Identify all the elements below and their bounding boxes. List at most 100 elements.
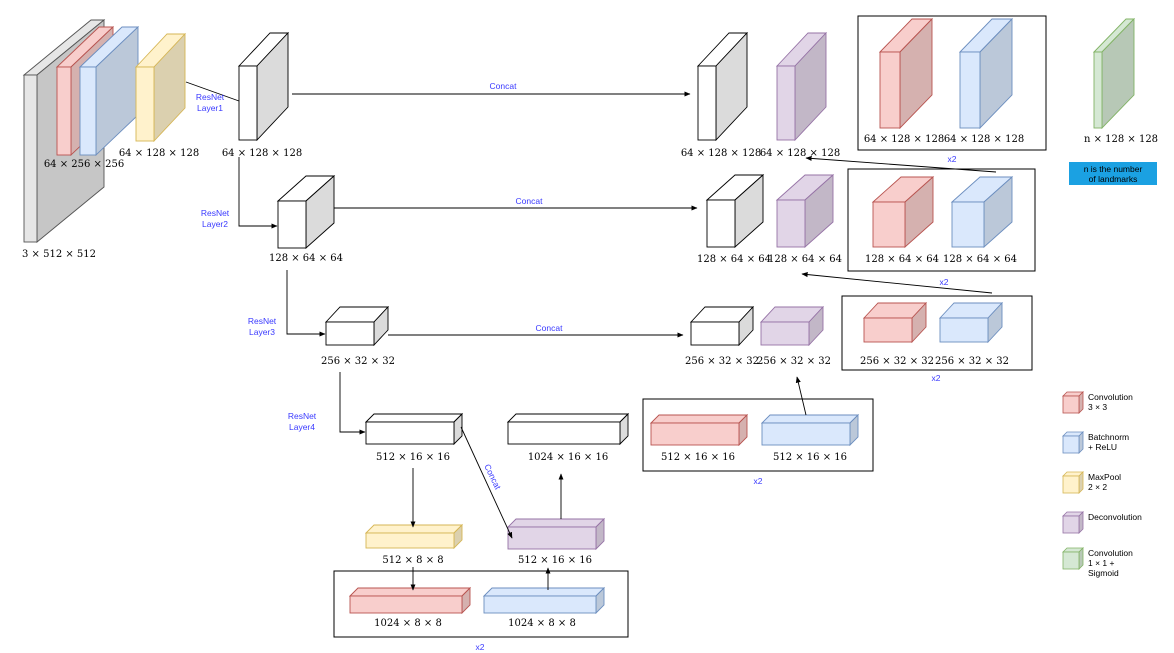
concat-label-layer4: Concat [482,462,503,491]
layer2-to-layer3-arrow [286,270,326,337]
landmark-note-line2: of landmarks [1089,174,1138,184]
block32-red-label: 256 × 32 × 32 [860,356,934,367]
legend-label-yellow-2: 2 × 2 [1088,482,1107,492]
deconv16-dim-label: 512 × 16 × 16 [518,555,592,566]
legend-item-blue: Batchnorm+ ReLU [1062,431,1129,454]
layer1-name-label-line2: Layer1 [197,103,223,113]
legend-swatch-red [1062,395,1080,414]
bottleneck-repeat-label: x2 [476,642,485,652]
legend-label-purple-1: Deconvolution [1088,512,1142,522]
deconv-16-block [506,517,606,551]
feature-map-blocks [22,17,1136,615]
legend-swatch-purple [1062,515,1080,534]
legend-swatch-yellow [1062,475,1080,494]
block16-red-label: 512 × 16 × 16 [661,452,735,463]
layer2-name-label-line1: ResNet [201,208,230,218]
decoder-deconv32-label: 256 × 32 × 32 [757,356,831,367]
output-dim-label: n × 128 × 128 [1084,134,1158,145]
bottleneck-bn-block [482,586,606,615]
maxpool-block [134,32,187,143]
block128-red-label: 64 × 128 × 128 [864,134,944,145]
decoder-skip128-label: 64 × 128 × 128 [681,148,761,159]
decoder-deconv-64 [775,173,835,249]
block32-to-deconv64-arrow [801,272,993,294]
decoder-deconv128-label: 64 × 128 × 128 [760,148,840,159]
block-box-64 [847,168,1036,272]
layer2-name-label-line2: Layer2 [202,219,228,229]
layer3-to-layer4-arrow [339,372,366,435]
legend-label-blue-2: + ReLU [1088,442,1117,452]
block32-conv [862,301,928,344]
landmark-note-line1: n is the number [1084,164,1143,174]
layer1-to-layer2-arrow [238,157,278,229]
layer4-dim-label: 512 × 16 × 16 [376,452,450,463]
block16-conv [649,413,749,447]
decoder-skip64-label: 128 × 64 × 64 [697,254,771,265]
legend-label-yellow-1: MaxPool [1088,472,1121,482]
layer4-name-label-line2: Layer4 [289,422,315,432]
decoder-skip32-label: 256 × 32 × 32 [685,356,759,367]
block16-bn [760,413,860,447]
block64-bn [950,175,1014,249]
legend-item-purple: Deconvolution [1062,511,1142,534]
block-box-128 [857,15,1047,151]
landmark-note [1069,162,1157,185]
legend-label-red-1: Convolution [1088,392,1133,402]
stem-to-layer1-edge [185,81,240,102]
block64-to-deconv128-arrow [805,155,997,173]
decoder-deconv-128 [775,31,828,142]
layer4-block [364,412,464,446]
layer2-dim-label: 128 × 64 × 64 [269,253,343,264]
block16-repeat-label: x2 [754,476,763,486]
connections [185,81,997,591]
upsample-block [506,412,630,446]
block16-blue-label: 512 × 16 × 16 [773,452,847,463]
block128-blue-label: 64 × 128 × 128 [944,134,1024,145]
stem-dim-label: 64 × 256 × 256 [44,159,124,170]
concat-label-layer2: Concat [516,196,544,206]
block-box-16 [642,398,874,472]
legend-label-green-2: 1 × 1 + [1088,558,1115,568]
layer2-block [276,174,336,250]
concat-label-layer3: Concat [536,323,564,333]
legend-label-blue-1: Batchnorm [1088,432,1129,442]
legend-swatch-green [1062,551,1080,570]
bottleneck-bn-dim-label: 1024 × 8 × 8 [508,618,576,629]
block-box-bottleneck [333,570,629,638]
pool-dim-label: 64 × 128 × 128 [119,148,199,159]
block128-bn [958,17,1014,130]
legend-swatch-blue [1062,435,1080,454]
block128-conv [878,17,934,130]
concat-label-layer1: Concat [490,81,518,91]
block16-to-deconv32-arrow [795,376,807,416]
legend-label-green-3: Sigmoid [1088,568,1119,578]
upsample-dim-label: 1024 × 16 × 16 [528,452,608,463]
decoder-skip-128 [696,31,749,142]
bottleneck-conv-block [348,586,472,615]
layer3-name-label-line1: ResNet [248,316,277,326]
layer3-dim-label: 256 × 32 × 32 [321,356,395,367]
layer3-name-label-line2: Layer3 [249,327,275,337]
layer4-name-label-line1: ResNet [288,411,317,421]
output-block [1092,17,1136,130]
input-dim-label: 3 × 512 × 512 [22,249,96,260]
decoder-skip-64 [705,173,765,249]
block32-repeat-label: x2 [932,373,941,383]
layer4-concat-arrow [460,426,513,539]
decoder-deconv-32 [759,305,825,347]
block64-red-label: 128 × 64 × 64 [865,254,939,265]
block128-repeat-label: x2 [948,154,957,164]
legend-label-red-2: 3 × 3 [1088,402,1107,412]
bottleneck-pool-dim-label: 512 × 8 × 8 [382,555,443,566]
block64-repeat-label: x2 [940,277,949,287]
block32-blue-label: 256 × 32 × 32 [935,356,1009,367]
decoder-deconv64-label: 128 × 64 × 64 [768,254,842,265]
group-boxes [333,15,1157,638]
layer1-dim-label: 64 × 128 × 128 [222,148,302,159]
